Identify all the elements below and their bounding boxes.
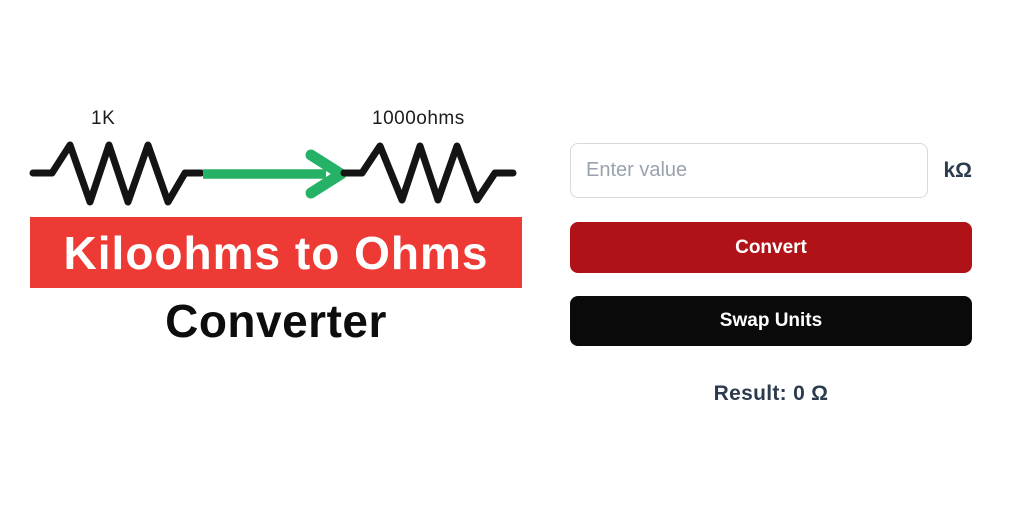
convert-button[interactable]: Convert xyxy=(570,222,972,273)
page-subtitle: Converter xyxy=(165,295,387,347)
input-row: kΩ xyxy=(570,143,972,198)
result-text: Result: 0 Ω xyxy=(713,382,829,405)
resistor-left-icon xyxy=(29,141,205,206)
title-banner: Kiloohms to Ohms xyxy=(30,217,522,288)
page-title: Kiloohms to Ohms xyxy=(63,226,489,279)
left-resistor-value-label: 1K xyxy=(91,108,116,129)
resistor-right-icon xyxy=(340,142,517,204)
swap-units-button[interactable]: Swap Units xyxy=(570,296,972,346)
resistor-circuit-diagram xyxy=(29,141,517,206)
value-input[interactable] xyxy=(570,143,928,198)
hero-graphic: 1K 1000ohms Kiloohms to Ohms Converter xyxy=(29,108,522,347)
unit-label: kΩ xyxy=(943,158,972,182)
converter-panel: kΩ Convert Swap Units Result: 0 Ω xyxy=(570,143,972,406)
right-resistor-value-label: 1000ohms xyxy=(372,108,465,129)
